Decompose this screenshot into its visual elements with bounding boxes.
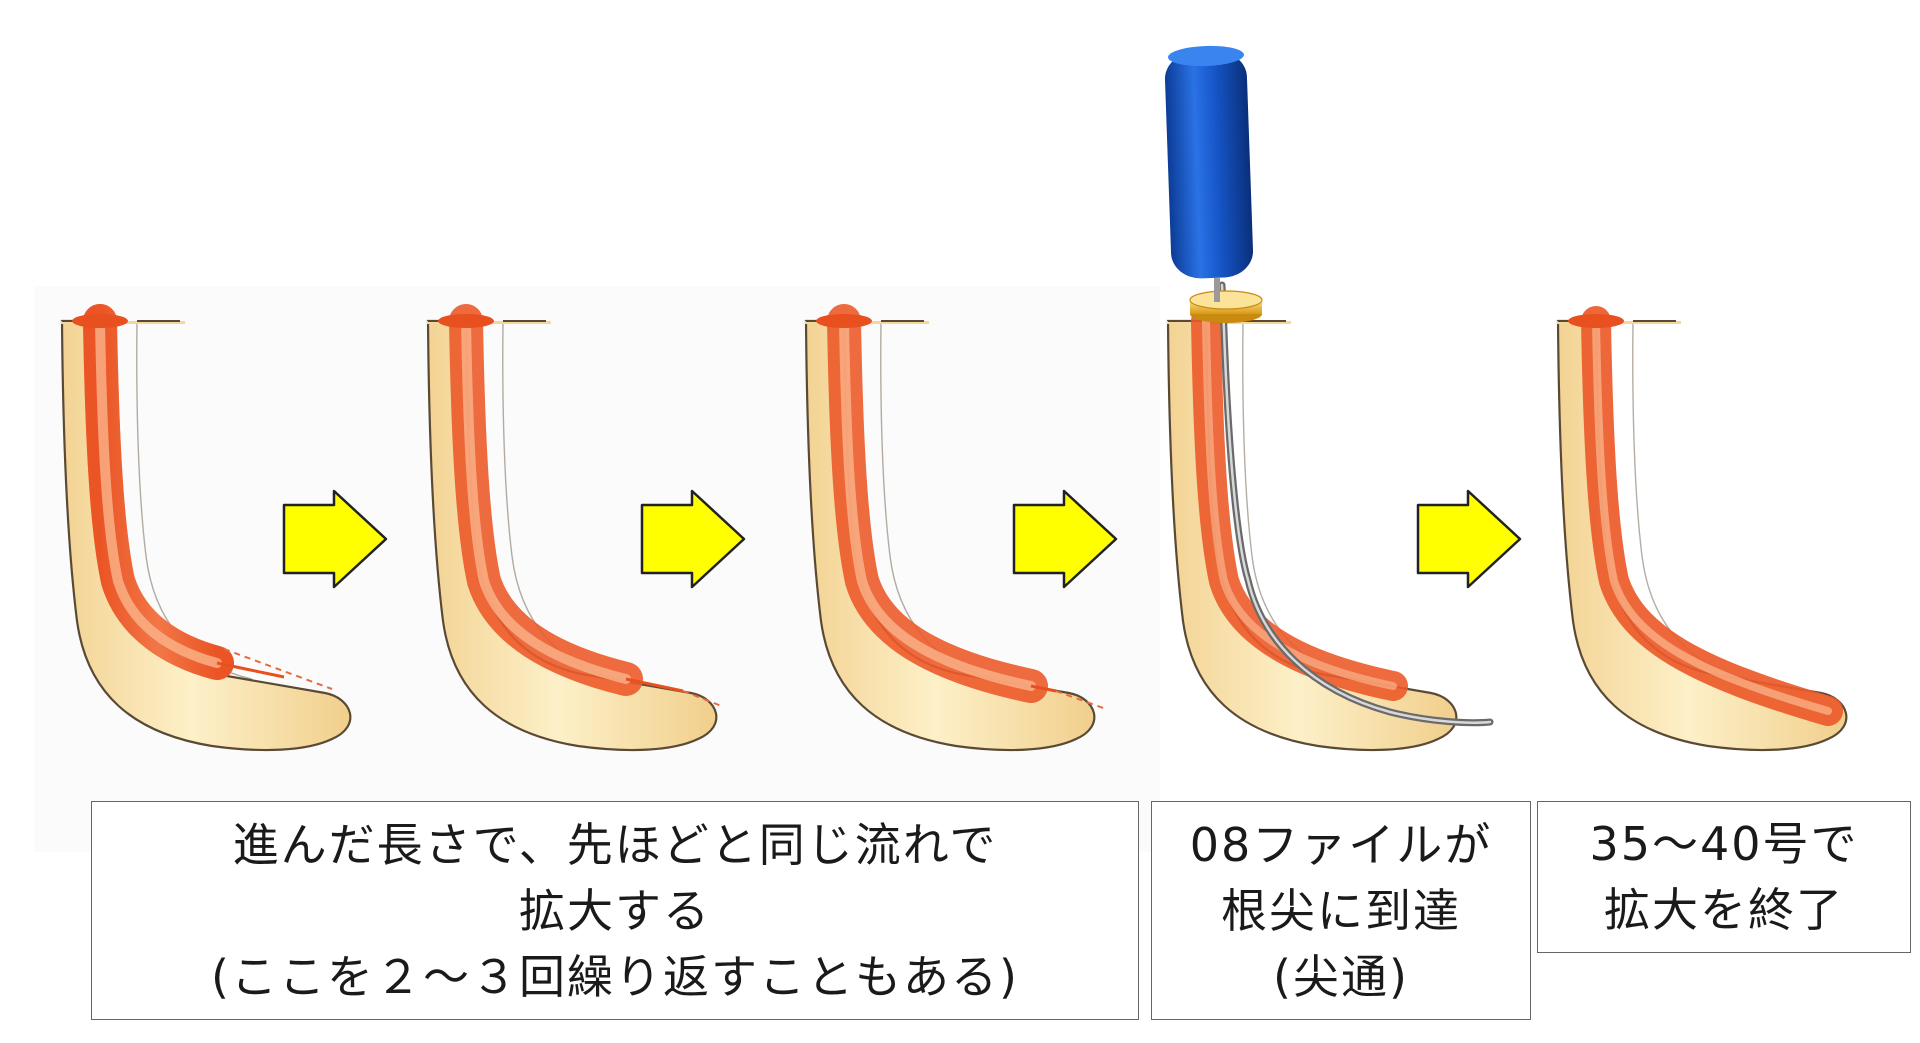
caption-finish-enlargement: 35～40号で 拡大を終了 — [1537, 801, 1911, 953]
right-arrow-icon — [282, 489, 388, 589]
right-arrow-icon — [1416, 489, 1522, 589]
caption-line: (ここを２～３回繰り返すこともある) — [211, 949, 1019, 1004]
root-diagram-5 — [1555, 306, 1848, 752]
caption-line: 拡大を終了 — [1604, 883, 1844, 937]
root-diagram-4 — [1165, 306, 1458, 752]
caption-line: 拡大する — [519, 883, 711, 938]
caption-file-reaches-apex: 08ファイルが 根尖に到達 (尖通) — [1151, 801, 1531, 1020]
caption-line: 根尖に到達 — [1221, 883, 1461, 938]
endodontic-file-icon — [1164, 45, 1494, 727]
caption-line: 35～40号で — [1589, 817, 1859, 871]
root-diagram-1 — [59, 304, 352, 752]
caption-line: 進んだ長さで、先ほどと同じ流れで — [232, 817, 998, 872]
root-diagram-3 — [803, 304, 1107, 752]
caption-enlarge-step: 進んだ長さで、先ほどと同じ流れで 拡大する (ここを２～３回繰り返すこともある) — [91, 801, 1139, 1020]
root-diagram-2 — [425, 304, 725, 752]
right-arrow-icon — [1012, 489, 1118, 589]
diagram-background — [34, 286, 1160, 852]
caption-line: 08ファイルが — [1189, 817, 1493, 872]
right-arrow-icon — [640, 489, 746, 589]
caption-line: (尖通) — [1273, 949, 1409, 1004]
